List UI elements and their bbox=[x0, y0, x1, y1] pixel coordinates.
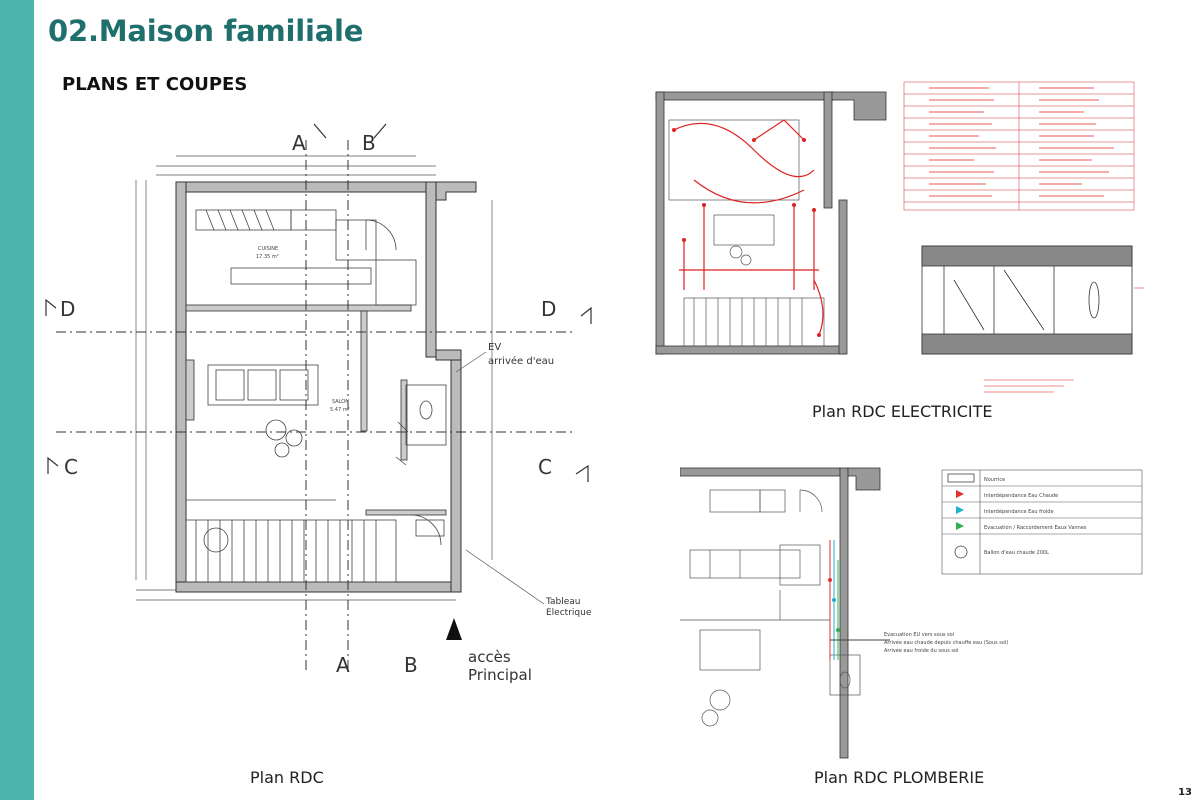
annotation-ev-sub: arrivée d'eau bbox=[488, 355, 554, 367]
legend-swatch-evacuation bbox=[956, 522, 964, 530]
page-title: 02.Maison familiale bbox=[48, 14, 364, 48]
annotation-ev: EV bbox=[488, 342, 501, 353]
plan-electricite-drawing bbox=[655, 81, 1144, 393]
caption-plan-plomberie: Plan RDC PLOMBERIE bbox=[814, 768, 985, 787]
legend-label-nourrice: Nourrice bbox=[984, 477, 1005, 483]
plan-rdc-drawing: A B D D C C A B CUISINE 17.35 m² SALON 5… bbox=[45, 123, 592, 684]
legend-swatch-eau-chaude bbox=[956, 490, 964, 498]
plan-plomberie-drawing: Nourrice Interdépendance Eau Chaude Inte… bbox=[680, 467, 1143, 759]
section-marker-a-bottom: A bbox=[336, 653, 350, 677]
annotation-tableau: Tableau bbox=[545, 597, 581, 607]
note-eau-chaude: Arrivée eau chaude depuis chauffe eau (S… bbox=[884, 639, 1008, 646]
legend-label-ballon: Ballon d'eau chaude 200L bbox=[984, 550, 1049, 556]
north-arrow-icon bbox=[446, 618, 462, 640]
caption-plan-rdc: Plan RDC bbox=[250, 768, 324, 787]
legend-label-eau-froide: Interdépendance Eau froide bbox=[984, 508, 1054, 515]
section-subtitle: PLANS ET COUPES bbox=[62, 74, 248, 95]
section-marker-a-top: A bbox=[292, 131, 306, 155]
section-marker-b-top: B bbox=[362, 131, 376, 155]
annotation-acces-sub: Principal bbox=[468, 666, 532, 684]
legend-swatch-eau-froide bbox=[956, 506, 964, 514]
note-evacuation: Evacuation EU vers sous sol bbox=[884, 632, 954, 638]
legend-swatch-nourrice bbox=[947, 473, 975, 483]
section-marker-d-right: D bbox=[541, 297, 556, 321]
annotation-acces: accès bbox=[468, 648, 511, 666]
section-marker-c-right: C bbox=[538, 455, 552, 479]
annotation-tableau-sub: Electrique bbox=[546, 608, 592, 618]
accent-sidebar bbox=[0, 0, 34, 800]
legend-label-eau-chaude: Interdépendance Eau Chaude bbox=[984, 492, 1058, 499]
room-label-salon: SALON bbox=[332, 399, 349, 405]
room-area-salon: 5.47 m² bbox=[330, 407, 350, 413]
section-marker-d-left: D bbox=[60, 297, 75, 321]
room-area-cuisine: 17.35 m² bbox=[256, 254, 279, 260]
page-number: 13 bbox=[1178, 787, 1192, 798]
caption-plan-electricite: Plan RDC ELECTRICITE bbox=[812, 402, 993, 421]
note-eau-froide: Arrivée eau froide du sous sol bbox=[884, 647, 958, 654]
room-label-cuisine: CUISINE bbox=[258, 246, 278, 252]
section-marker-c-left: C bbox=[64, 455, 78, 479]
section-marker-b-bottom: B bbox=[404, 653, 418, 677]
legend-label-evacuation: Evacuation / Raccordement Eaux Vannes bbox=[984, 525, 1087, 531]
legend-swatch-ballon bbox=[954, 545, 968, 559]
